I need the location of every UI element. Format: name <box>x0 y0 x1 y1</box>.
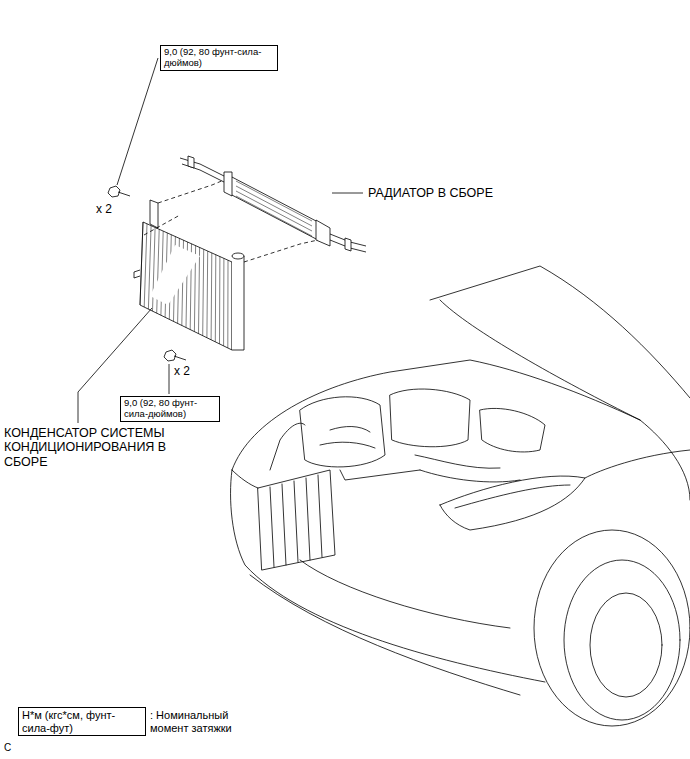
headlight-detail <box>455 485 570 508</box>
hood-edge <box>232 360 640 470</box>
leader-lines <box>78 58 363 423</box>
dashed-alignment <box>158 180 224 203</box>
quantity: x 2 <box>174 365 204 379</box>
leader-line <box>117 58 158 185</box>
receiver-tank <box>232 256 244 350</box>
fender-line <box>585 450 690 478</box>
hose-clamp <box>188 156 194 168</box>
engine-detail <box>320 426 375 448</box>
part-name: РАДИАТОР В СБОРЕ <box>368 186 568 200</box>
hoses <box>415 455 520 482</box>
condenser-core <box>140 222 232 350</box>
bolt-shank <box>174 356 186 360</box>
bumper-lower <box>250 575 520 695</box>
radiator-core <box>230 176 318 240</box>
condenser-mount <box>134 270 140 278</box>
radiator-fins <box>270 475 322 567</box>
bolt <box>108 186 120 197</box>
headlight <box>440 476 585 530</box>
grille-edge <box>232 470 258 488</box>
leader-line <box>332 193 363 194</box>
rim <box>590 593 662 697</box>
torque-box: 9,0 (92, 80 фунт-сила-дюймов) <box>160 45 278 71</box>
tire <box>564 560 680 720</box>
figure-code: C <box>4 742 24 754</box>
torque-value: 9,0 (92, 80 фунт-сила-дюймов) <box>124 398 216 420</box>
car-front <box>231 266 690 726</box>
fuse-box <box>480 408 545 452</box>
bay-detail <box>270 423 420 480</box>
torque-value: 9,0 (92, 80 фунт-сила-дюймов) <box>164 47 274 69</box>
condenser-bracket <box>150 200 158 228</box>
radiator <box>144 156 366 262</box>
wheel-arch <box>534 530 690 726</box>
condenser-highlight <box>150 245 200 305</box>
torque-value: Н*м (кгс*см, фунт-сила-фут) <box>22 709 142 734</box>
radiator-fins <box>236 181 312 236</box>
hose <box>180 158 224 182</box>
tank-cap <box>232 253 244 259</box>
leader-line <box>169 364 170 394</box>
quantity: x 2 <box>96 203 126 217</box>
part-name: КОНДЕНСАТОР СИСТЕМЫ КОНДИЦИОНИРОВАНИЯ В … <box>4 426 172 469</box>
bumper-crease <box>300 560 510 628</box>
dashed-alignment <box>144 215 180 235</box>
radiator-core <box>258 470 335 570</box>
legend-note: : Номинальный момент затяжки <box>150 709 258 734</box>
engine-cover <box>300 397 385 467</box>
radiator-tank <box>224 172 232 196</box>
bolt-shank <box>118 192 130 196</box>
radiator-tank <box>316 220 330 246</box>
bolt <box>164 350 176 361</box>
hose-clamp <box>345 238 351 251</box>
condenser <box>134 200 244 350</box>
dashed-alignment <box>244 240 318 262</box>
condenser-fins <box>140 222 232 350</box>
bolts <box>108 186 186 361</box>
fender-top <box>640 420 690 500</box>
torque-box: 9,0 (92, 80 фунт-сила-дюймов) <box>120 396 220 422</box>
hose <box>330 234 366 252</box>
bumper <box>231 470 545 682</box>
engine-part <box>390 389 470 447</box>
legend-box: Н*м (кгс*см, фунт-сила-фут) <box>18 707 146 736</box>
